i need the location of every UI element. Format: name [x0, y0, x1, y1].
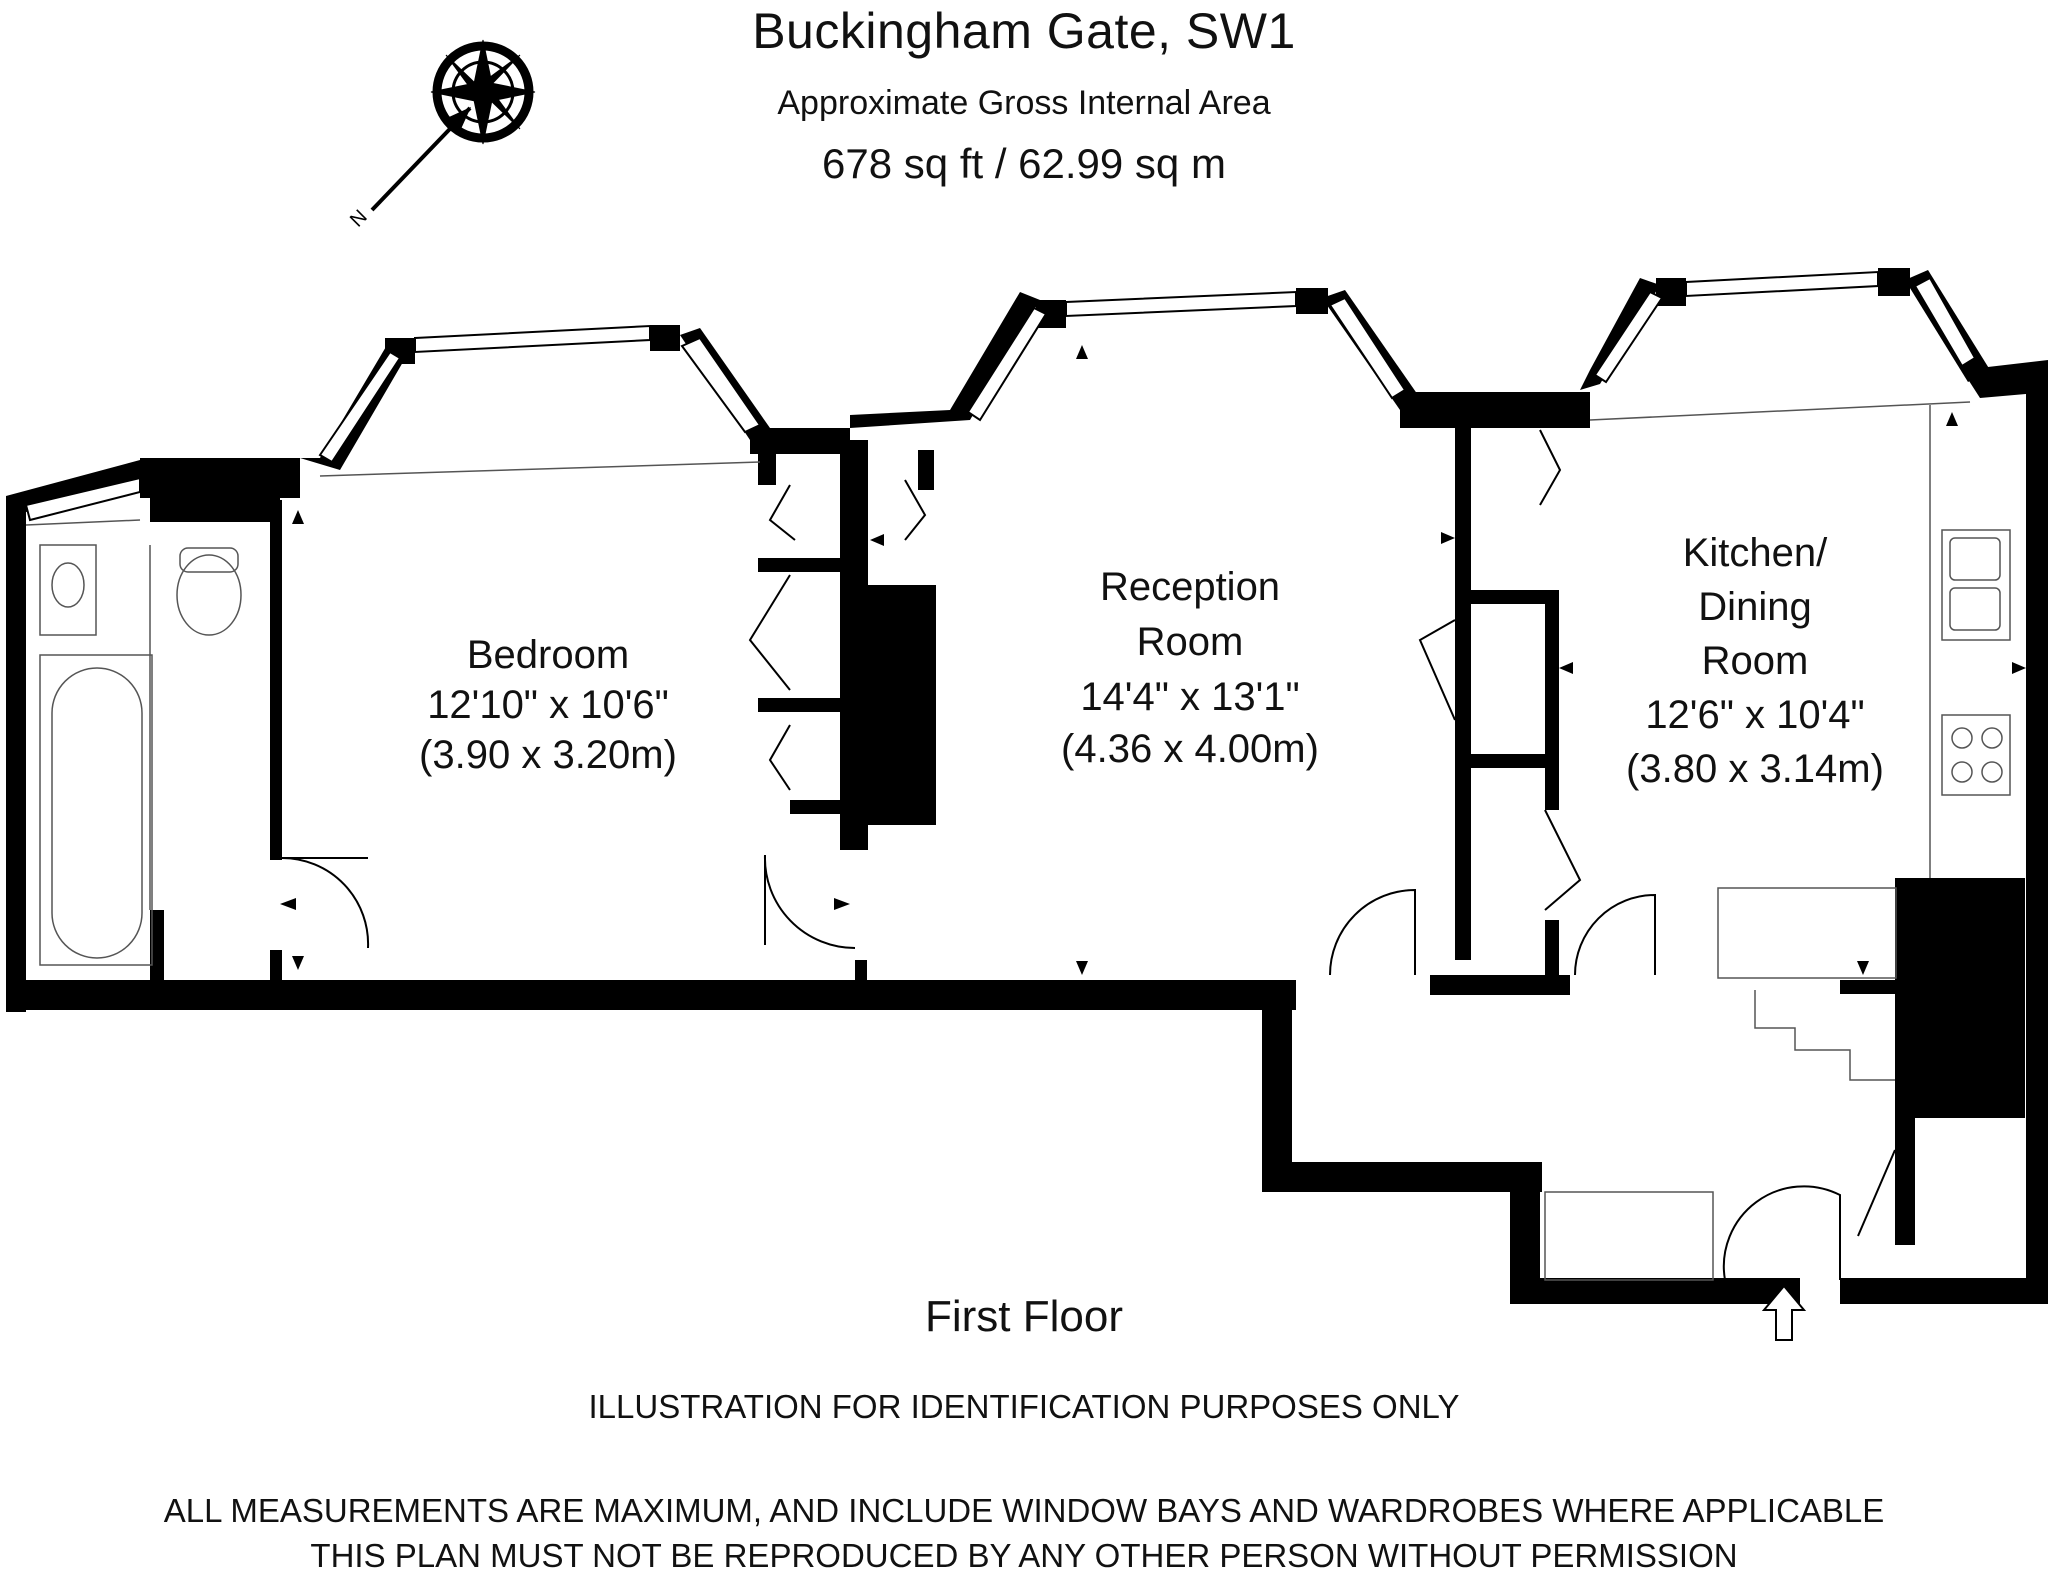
- bedroom-metric: (3.90 x 3.20m): [419, 733, 677, 777]
- entrance-arrow-icon: [1761, 1284, 1807, 1341]
- kitchen-name-line3: Room: [1702, 639, 1809, 683]
- measurements-note: ALL MEASUREMENTS ARE MAXIMUM, AND INCLUD…: [163, 1492, 1885, 1529]
- kitchen-name-line1: Kitchen/: [1683, 531, 1828, 575]
- reception-metric: (4.36 x 4.00m): [1061, 727, 1319, 771]
- reception-name-line1: Reception: [1100, 565, 1280, 609]
- kitchen-metric: (3.80 x 3.14m): [1626, 747, 1884, 791]
- reception-imperial: 14'4" x 13'1": [1080, 675, 1299, 719]
- dimension-markers: [280, 345, 2026, 975]
- fixture-lines: [25, 401, 2011, 1281]
- compass-rose-icon: [370, 39, 536, 212]
- windows: [24, 270, 1977, 522]
- area-value: 678 sq ft / 62.99 sq m: [822, 140, 1226, 187]
- kitchen-imperial: 12'6" x 10'4": [1645, 693, 1864, 737]
- bedroom-imperial: 12'10" x 10'6": [427, 683, 669, 727]
- floor-label: First Floor: [925, 1292, 1123, 1341]
- identification-note: ILLUSTRATION FOR IDENTIFICATION PURPOSES…: [588, 1388, 1460, 1425]
- copyright-note: THIS PLAN MUST NOT BE REPRODUCED BY ANY …: [310, 1537, 1738, 1574]
- bedroom-name: Bedroom: [467, 633, 629, 677]
- kitchen-name-line2: Dining: [1698, 585, 1811, 629]
- plan-title: Buckingham Gate, SW1: [752, 3, 1296, 59]
- reception-name-line2: Room: [1137, 620, 1244, 664]
- compass-north-label: N: [346, 206, 372, 232]
- door-swings: [281, 429, 1896, 1281]
- area-caption: Approximate Gross Internal Area: [777, 84, 1271, 122]
